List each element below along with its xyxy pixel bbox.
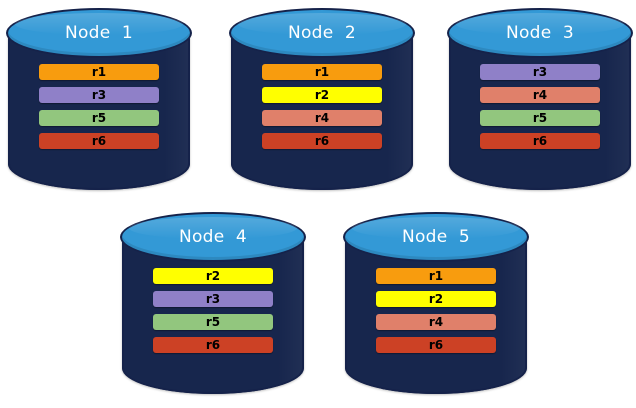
replica-bar[interactable]: r1 bbox=[376, 268, 496, 284]
replica-bar[interactable]: r3 bbox=[480, 64, 600, 80]
replica-bar[interactable]: r6 bbox=[39, 133, 159, 149]
replica-bar[interactable]: r6 bbox=[153, 337, 273, 353]
replica-list: r2 r3 r5 r6 bbox=[153, 268, 273, 353]
replica-bar[interactable]: r3 bbox=[153, 291, 273, 307]
replica-bar[interactable]: r2 bbox=[153, 268, 273, 284]
replica-list: r3 r4 r5 r6 bbox=[480, 64, 600, 149]
node-label: Node 1 bbox=[64, 23, 134, 43]
replica-list: r1 r3 r5 r6 bbox=[39, 64, 159, 149]
replica-bar[interactable]: r4 bbox=[262, 110, 382, 126]
node-cylinder-4[interactable]: Node 4 r2 r3 r5 r6 bbox=[122, 214, 304, 394]
node-cylinder-3[interactable]: Node 3 r3 r4 r5 r6 bbox=[449, 10, 631, 190]
replica-bar[interactable]: r3 bbox=[39, 87, 159, 103]
replica-bar[interactable]: r6 bbox=[480, 133, 600, 149]
node-label: Node 2 bbox=[287, 23, 357, 43]
replica-bar[interactable]: r5 bbox=[153, 314, 273, 330]
node-cylinder-2[interactable]: Node 2 r1 r2 r4 r6 bbox=[231, 10, 413, 190]
replica-bar[interactable]: r6 bbox=[262, 133, 382, 149]
replica-bar[interactable]: r1 bbox=[39, 64, 159, 80]
replica-list: r1 r2 r4 r6 bbox=[262, 64, 382, 149]
replica-list: r1 r2 r4 r6 bbox=[376, 268, 496, 353]
node-cylinder-5[interactable]: Node 5 r1 r2 r4 r6 bbox=[345, 214, 527, 394]
replica-bar[interactable]: r2 bbox=[262, 87, 382, 103]
replica-bar[interactable]: r4 bbox=[480, 87, 600, 103]
node-label: Node 3 bbox=[505, 23, 575, 43]
replica-bar[interactable]: r5 bbox=[39, 110, 159, 126]
node-label: Node 4 bbox=[178, 227, 248, 247]
node-label: Node 5 bbox=[401, 227, 471, 247]
replica-bar[interactable]: r1 bbox=[262, 64, 382, 80]
replica-bar[interactable]: r5 bbox=[480, 110, 600, 126]
replica-bar[interactable]: r6 bbox=[376, 337, 496, 353]
replica-bar[interactable]: r2 bbox=[376, 291, 496, 307]
node-cylinder-1[interactable]: Node 1 r1 r3 r5 r6 bbox=[8, 10, 190, 190]
replica-bar[interactable]: r4 bbox=[376, 314, 496, 330]
